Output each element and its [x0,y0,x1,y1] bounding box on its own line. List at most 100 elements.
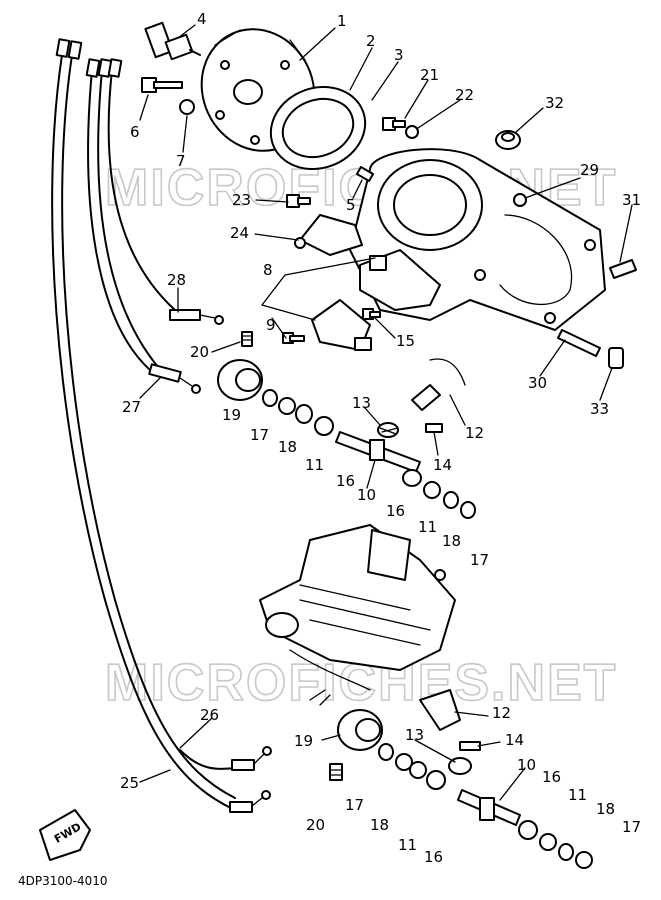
washer-18-bottom [558,843,574,861]
spring-13-upper [377,422,399,438]
washer-22 [405,125,419,139]
bearing-11-bottom [539,833,557,851]
stud-30 [557,329,601,357]
callout-16-d: 16 [542,768,561,786]
dowel-5 [355,166,375,182]
seal-17-upper [262,389,278,407]
callout-5: 5 [346,196,356,214]
bolt-21 [382,117,406,131]
callout-12-lower: 12 [492,704,511,722]
callout-18-d: 18 [596,800,615,818]
callout-29: 29 [580,161,599,179]
bushing-16-lower [426,770,446,790]
callout-7: 7 [176,152,186,170]
valve-body-8 [311,299,372,351]
callout-14-upper: 14 [433,456,452,474]
callout-22: 22 [455,86,474,104]
bracket-23 [294,214,363,256]
seal-17-mid [460,501,476,519]
pulley-19-lower [337,709,383,751]
callout-16-b: 16 [386,502,405,520]
callout-17-a: 17 [250,426,269,444]
bolt-15 [362,308,381,320]
callout-labels: 1 2 3 4 5 6 7 8 9 10 10 11 11 11 11 12 1… [120,10,641,866]
leader-lines [139,24,633,801]
bushing-16-bottom [518,820,538,840]
callout-17-b: 17 [470,551,489,569]
shaft-10-lower [457,789,521,826]
callout-24: 24 [230,224,249,242]
callout-18-a: 18 [278,438,297,456]
collar-33 [608,347,624,369]
bolt-24 [286,194,311,208]
callout-12-upper: 12 [465,424,484,442]
callout-21: 21 [420,66,439,84]
cable-25-end [229,790,271,813]
callout-13-lower: 13 [405,726,424,744]
callout-20-lower: 20 [306,816,325,834]
callout-28: 28 [167,271,186,289]
bushing-16-upper [314,416,334,436]
callout-1: 1 [337,12,347,30]
bolt-20-upper [241,331,253,347]
callout-2: 2 [366,32,376,50]
callout-8: 8 [263,261,273,279]
bolt-20-lower [329,763,343,781]
power-valve-housing [259,524,456,706]
callout-16-a: 16 [336,472,355,490]
callout-11-d: 11 [568,786,587,804]
bearing-11-upper [295,404,313,424]
callout-11-a: 11 [305,456,324,474]
callout-19-upper: 19 [222,406,241,424]
lever-12-lower [419,689,461,731]
pin-14-upper [425,423,443,433]
callout-9: 9 [266,316,276,334]
callout-17-c: 17 [345,796,364,814]
bolt-9 [282,332,305,344]
callout-25: 25 [120,774,139,792]
callout-6: 6 [130,123,140,141]
callout-18-b: 18 [442,532,461,550]
shaft-10-upper [335,431,421,473]
callout-16-c: 16 [424,848,443,866]
cable-bundle-upper [51,38,236,811]
washer-18-mid [443,491,459,509]
callout-20-upper: 20 [190,343,209,361]
washer-7 [179,99,195,115]
callout-23: 23 [232,191,251,209]
pin-14-lower [459,741,481,751]
washer-18-upper [278,397,296,415]
callout-30: 30 [528,374,547,392]
diagram-code: 4DP3100-4010 [18,874,108,888]
callout-10-upper: 10 [357,486,376,504]
cable-26-end [179,746,272,771]
callout-17-d: 17 [622,818,641,836]
callout-31: 31 [622,191,641,209]
nut-32 [495,130,521,150]
pulley-19-upper [217,359,263,401]
callout-13-upper: 13 [352,394,371,412]
callout-10-lower: 10 [517,756,536,774]
exhaust-valve-housing [359,249,441,311]
callout-33: 33 [590,400,609,418]
callout-14-lower: 14 [505,731,524,749]
callout-4: 4 [197,10,207,28]
callout-11-b: 11 [418,518,437,536]
callout-27: 27 [122,398,141,416]
bearing-11-mid [423,481,441,499]
callout-26: 26 [200,706,219,724]
cable-28-end [169,309,224,325]
seal-17-lower [378,743,394,761]
bushing-16-mid [402,469,422,487]
seal-17-bottom [575,851,593,869]
washer-18-lower [395,753,413,771]
cable-27-end [148,363,201,394]
callout-11-c: 11 [398,836,417,854]
stud-31 [609,259,637,279]
bearing-11-lower [409,761,427,779]
lever-12-upper [411,358,466,411]
callout-15: 15 [396,332,415,350]
head-gasket [269,85,367,171]
